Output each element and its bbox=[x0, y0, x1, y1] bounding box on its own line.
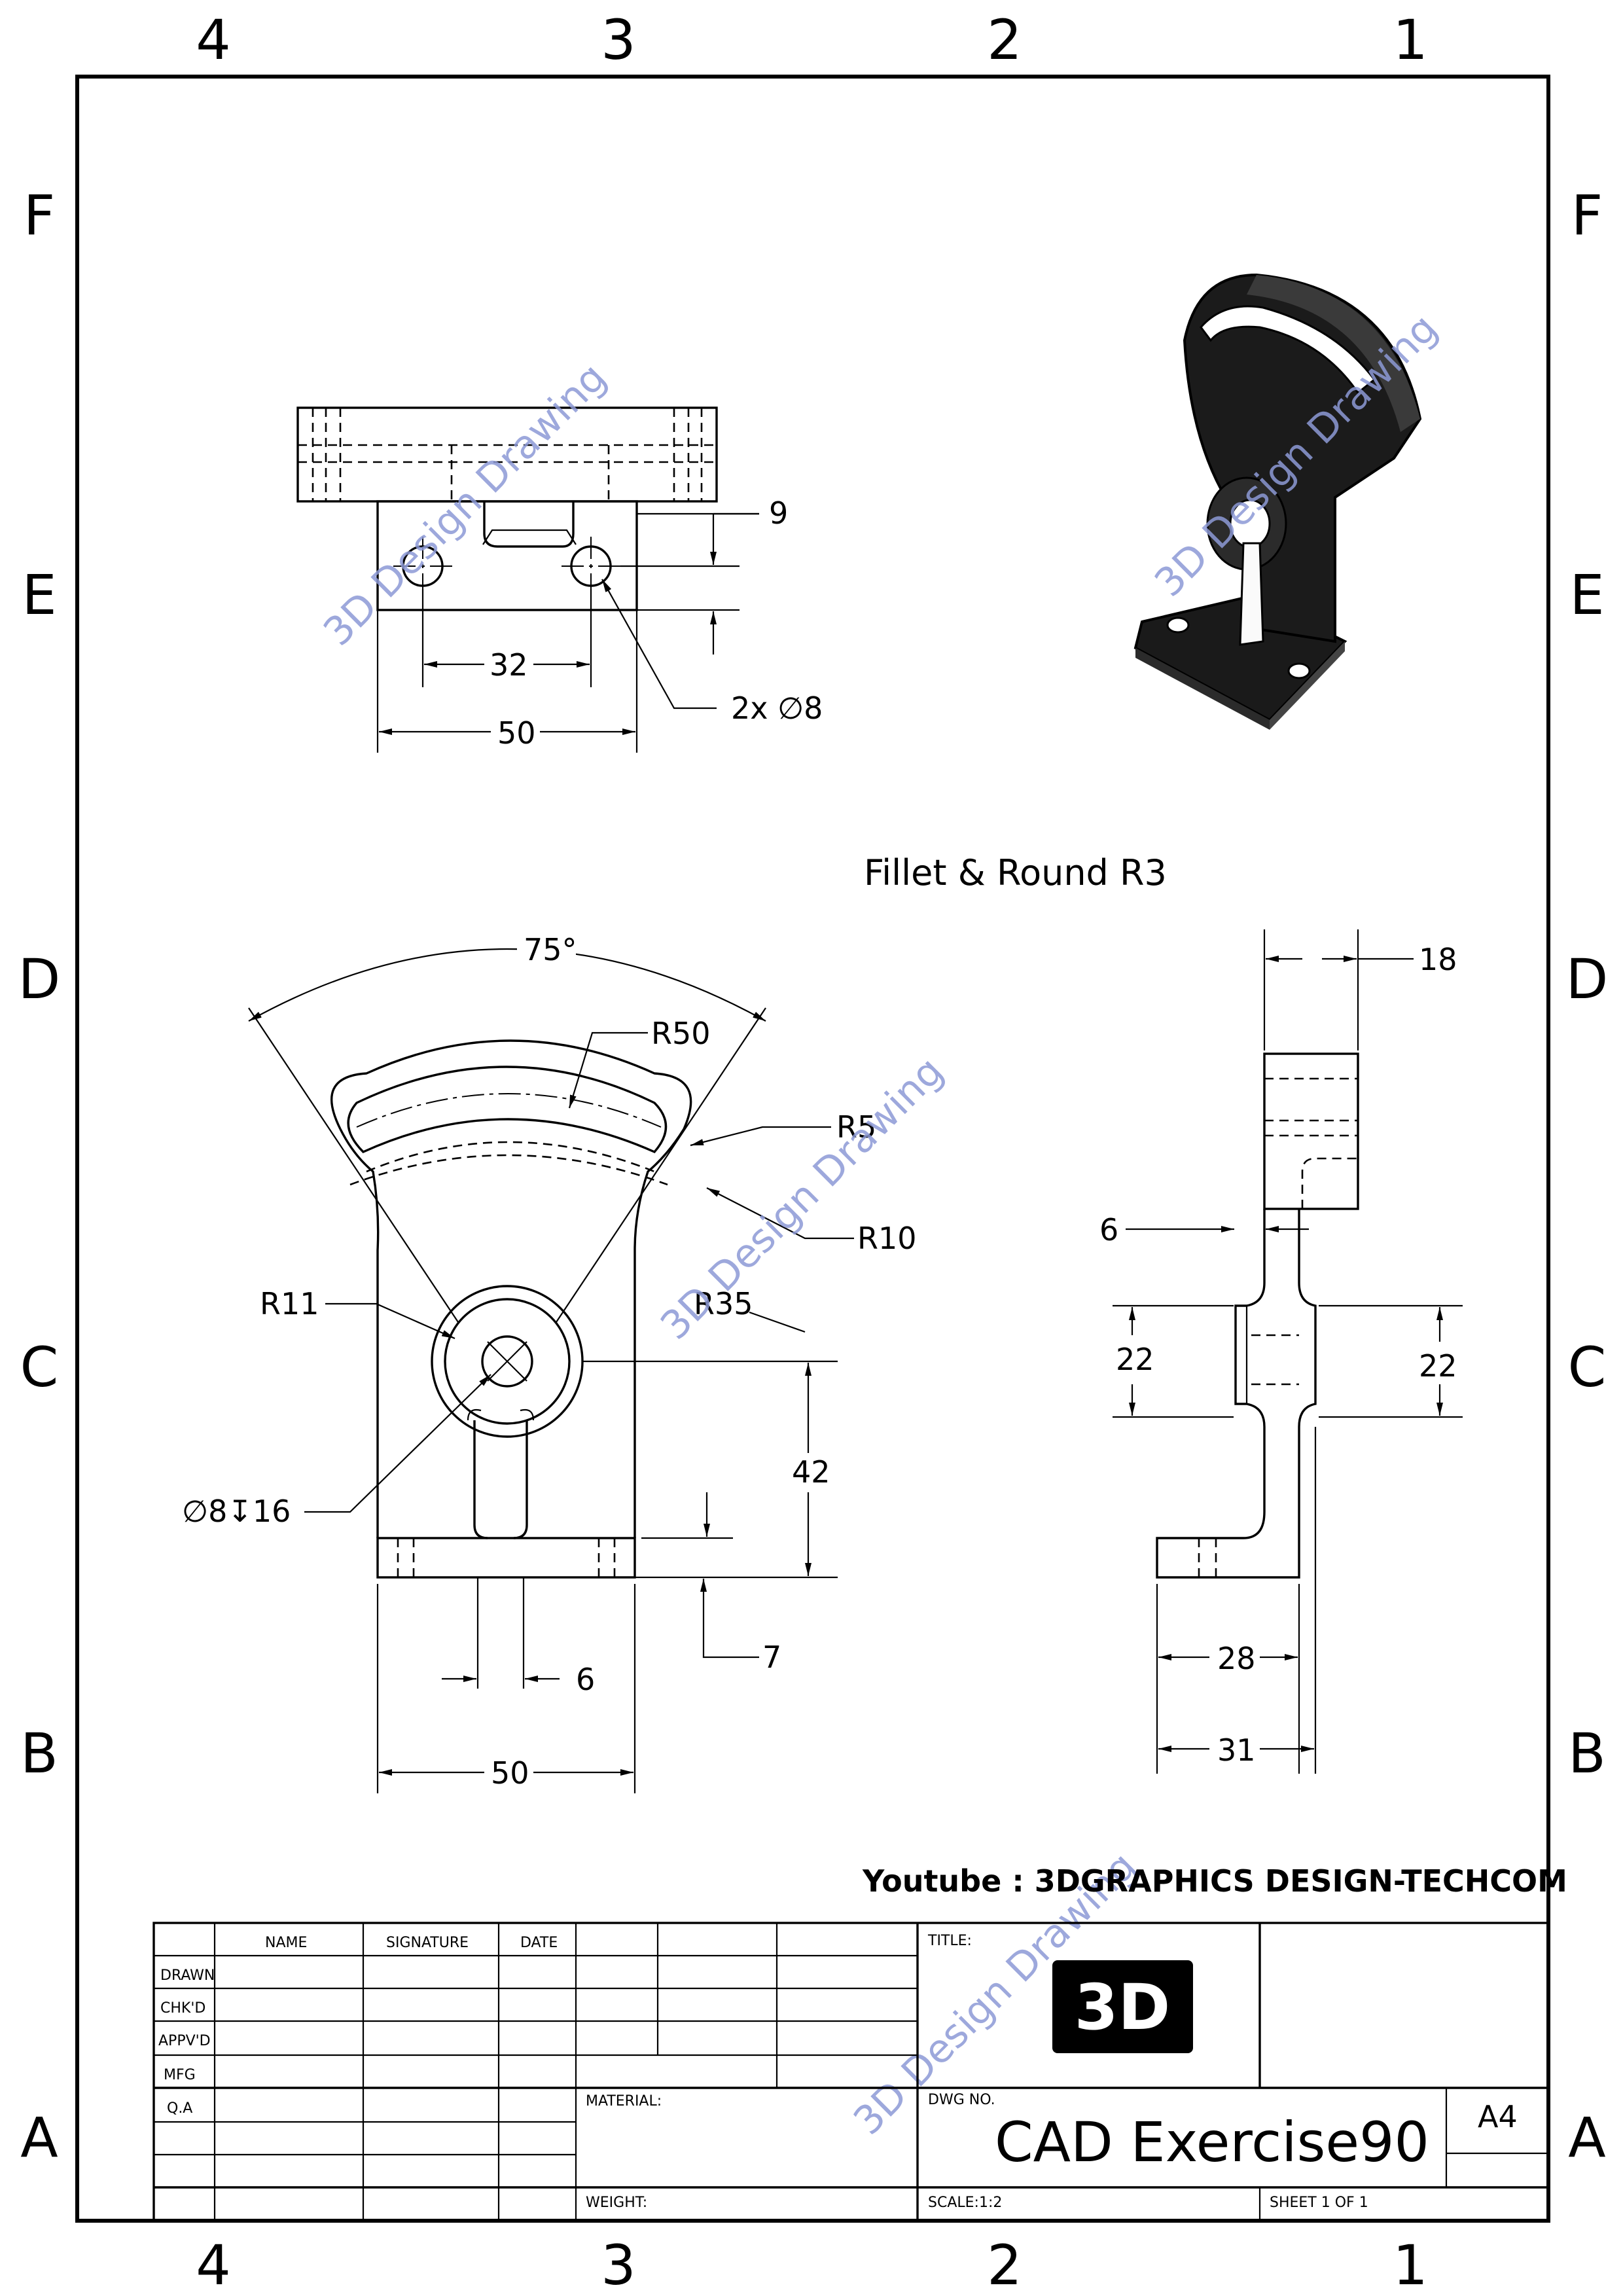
zone-col-2: 2 bbox=[987, 8, 1022, 72]
zone-col-4-bottom: 4 bbox=[196, 2233, 230, 2296]
logo-3d-text: 3D bbox=[1075, 1971, 1170, 2044]
zone-row-c: C bbox=[20, 1335, 59, 1399]
side-view: 18 6 22 22 28 31 bbox=[1099, 929, 1463, 1774]
top-view: 9 32 50 2x ∅8 bbox=[296, 406, 823, 753]
isometric-view bbox=[1133, 273, 1422, 730]
zone-row-d-right: D bbox=[1566, 947, 1609, 1011]
zone-labels: 4 3 2 1 4 3 2 1 F E D C B A F E D C B A bbox=[18, 8, 1609, 2296]
tb-header-name: NAME bbox=[265, 1935, 307, 1951]
zone-row-f-right: F bbox=[1571, 183, 1603, 247]
dim-42: 42 bbox=[792, 1454, 830, 1490]
tb-material-label: MATERIAL: bbox=[586, 2093, 662, 2109]
zone-col-3: 3 bbox=[601, 8, 635, 72]
zone-row-c-right: C bbox=[1568, 1335, 1607, 1399]
zone-row-e-right: E bbox=[1569, 563, 1604, 627]
dim-7: 7 bbox=[762, 1640, 781, 1675]
zone-col-3-bottom: 3 bbox=[601, 2233, 635, 2296]
dim-6-slot: 6 bbox=[576, 1662, 595, 1697]
dim-22-right: 22 bbox=[1419, 1348, 1457, 1384]
dim-6-side: 6 bbox=[1099, 1212, 1118, 1247]
zone-col-1-bottom: 1 bbox=[1393, 2233, 1427, 2296]
dim-32: 32 bbox=[490, 647, 528, 683]
dim-18: 18 bbox=[1419, 942, 1457, 977]
zone-row-f: F bbox=[24, 183, 55, 247]
tb-row-chkd: CHK'D bbox=[160, 2000, 205, 2017]
zone-row-a-right: A bbox=[1568, 2106, 1605, 2170]
dim-hole-depth: ∅8↧16 bbox=[182, 1494, 291, 1529]
zone-row-e: E bbox=[22, 563, 56, 627]
dim-r35: R35 bbox=[694, 1286, 753, 1321]
tb-title-label: TITLE: bbox=[927, 1933, 972, 1949]
tb-scale: SCALE:1:2 bbox=[928, 2195, 1002, 2211]
tb-header-signature: SIGNATURE bbox=[386, 1935, 469, 1951]
tb-row-mfg: MFG bbox=[164, 2067, 196, 2083]
fillet-note: Fillet & Round R3 bbox=[864, 852, 1167, 893]
front-hole bbox=[481, 1335, 533, 1388]
tb-dwg-no: CAD Exercise90 bbox=[995, 2110, 1429, 2174]
dim-75: 75° bbox=[524, 932, 577, 967]
tb-row-appvd: APPV'D bbox=[158, 2033, 211, 2049]
dim-50-top: 50 bbox=[497, 715, 536, 751]
tb-row-drawn: DRAWN bbox=[160, 1967, 215, 1984]
tb-header-date: DATE bbox=[520, 1935, 558, 1951]
logo-3d bbox=[1052, 1960, 1193, 2053]
dim-2x-8: 2x ∅8 bbox=[731, 691, 823, 726]
zone-row-b: B bbox=[20, 1721, 58, 1785]
zone-row-b-right: B bbox=[1568, 1721, 1606, 1785]
youtube-credit: Youtube : 3DGRAPHICS DESIGN-TECHCOM bbox=[862, 1863, 1567, 1899]
dim-50-front: 50 bbox=[491, 1755, 529, 1791]
dim-r5: R5 bbox=[836, 1109, 876, 1145]
tb-dwg-no-label: DWG NO. bbox=[928, 2092, 995, 2108]
dim-r10: R10 bbox=[857, 1221, 917, 1256]
tb-size: A4 bbox=[1478, 2099, 1518, 2134]
zone-row-a: A bbox=[20, 2106, 58, 2170]
watermark-3: 3D Design Drawing bbox=[652, 1049, 952, 1349]
dim-9: 9 bbox=[769, 495, 788, 531]
zone-col-4: 4 bbox=[196, 8, 230, 72]
zone-col-1: 1 bbox=[1393, 8, 1427, 72]
dim-r50: R50 bbox=[651, 1016, 711, 1051]
tb-row-qa: Q.A bbox=[167, 2100, 192, 2117]
dim-31: 31 bbox=[1217, 1732, 1256, 1768]
dim-22-left: 22 bbox=[1116, 1342, 1154, 1377]
title-block: NAME SIGNATURE DATE DRAWN CHK'D APPV'D M… bbox=[152, 1922, 1550, 2222]
zone-row-d: D bbox=[18, 947, 61, 1011]
tb-weight-label: WEIGHT: bbox=[586, 2195, 647, 2211]
zone-col-2-bottom: 2 bbox=[987, 2233, 1022, 2296]
dim-28: 28 bbox=[1217, 1641, 1256, 1676]
tb-sheet: SHEET 1 OF 1 bbox=[1270, 2195, 1368, 2211]
front-view: 75° R50 R5 R10 R11 R35 ∅8↧16 42 7 6 bbox=[182, 929, 917, 1793]
dim-r11: R11 bbox=[260, 1286, 319, 1321]
